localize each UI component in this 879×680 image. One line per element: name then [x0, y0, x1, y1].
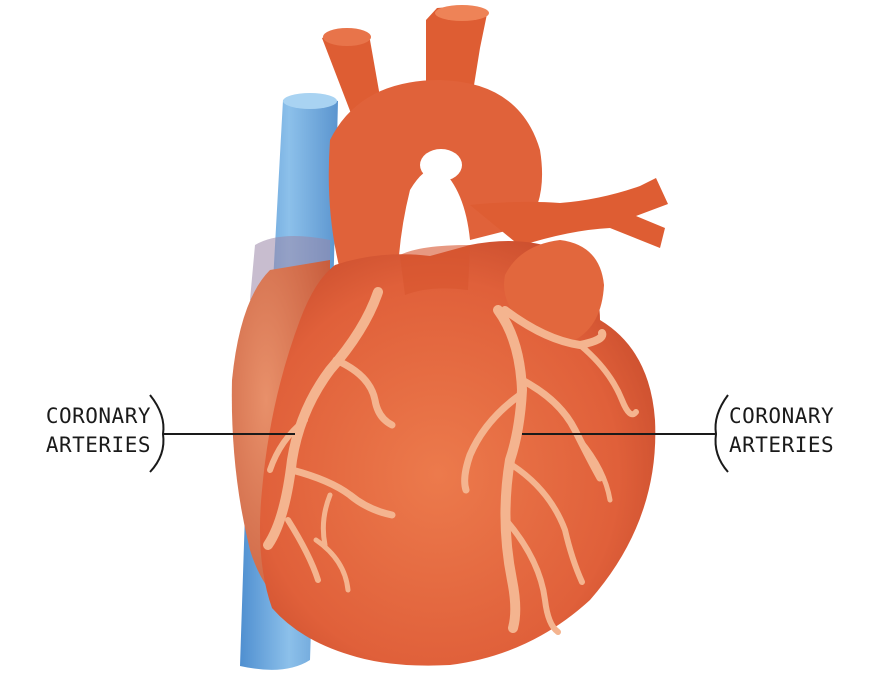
label-left-line1: CORONARY	[5, 402, 151, 431]
arch-opening	[420, 149, 462, 181]
label-left-line2: ARTERIES	[5, 431, 151, 460]
label-right-line1: CORONARY	[729, 402, 875, 431]
label-right-line2: ARTERIES	[729, 431, 875, 460]
label-coronary-arteries-right: CORONARY ARTERIES	[729, 402, 875, 460]
label-coronary-arteries-left: CORONARY ARTERIES	[5, 402, 151, 460]
